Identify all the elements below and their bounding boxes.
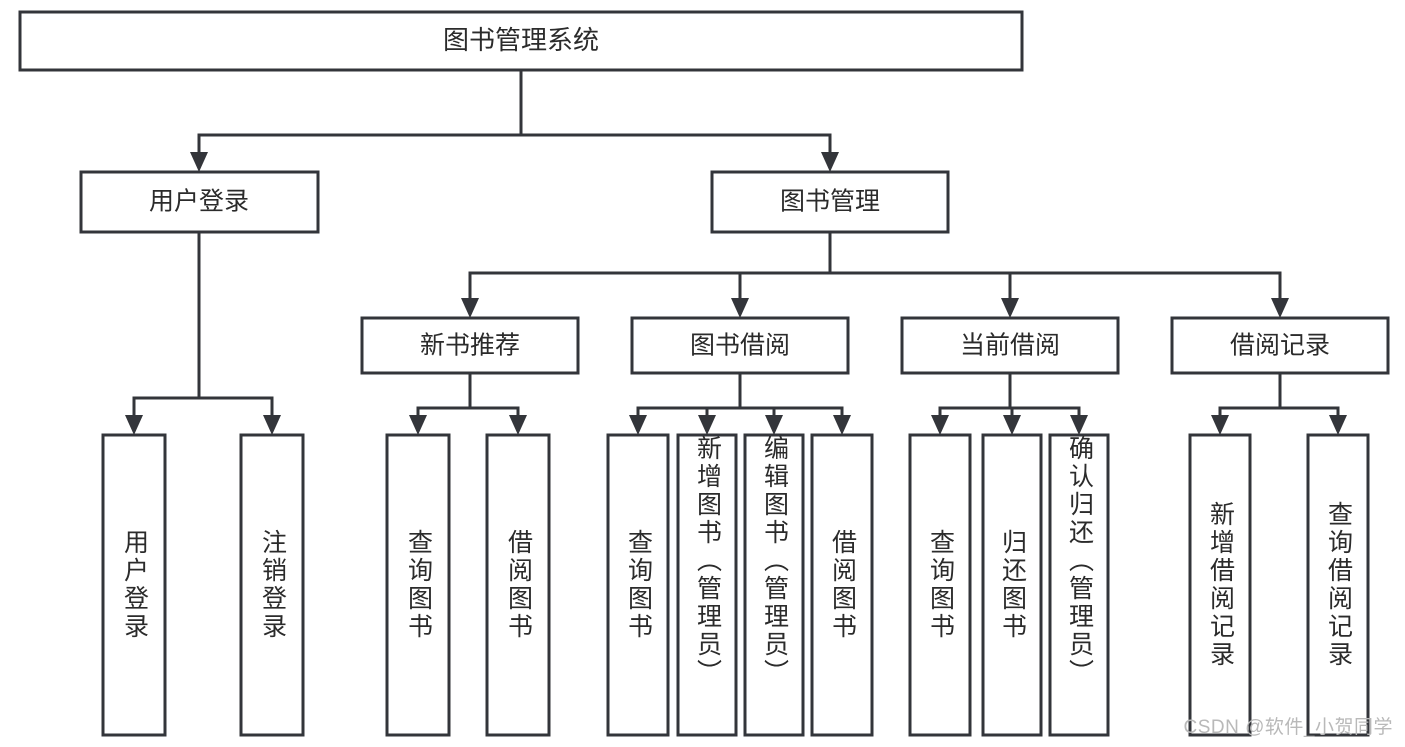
leaf-box-confirm-return[interactable]: [1048, 433, 1110, 737]
node-user-login[interactable]: 用户登录: [79, 170, 320, 234]
arrow-down-icon: [190, 152, 208, 172]
arrow-down-icon: [1003, 415, 1021, 435]
book-manage-label: 图书管理: [780, 188, 880, 216]
leaf-box-query-book-2[interactable]: [606, 433, 670, 737]
arrow-down-icon: [1211, 415, 1229, 435]
connector-current-borrow-to-leaves: [931, 371, 1088, 435]
current-borrow-label: 当前借阅: [960, 332, 1060, 360]
connector-root-to-level2: [190, 68, 839, 172]
current-borrow-box[interactable]: [900, 316, 1120, 375]
connector-borrow-record-to-leaves: [1211, 371, 1347, 435]
connector-new-book-recommend-to-leaves: [409, 371, 527, 435]
arrow-down-icon: [409, 415, 427, 435]
arrow-down-icon: [821, 152, 839, 172]
leaf-box-user-login[interactable]: [101, 433, 167, 737]
leaf-box-borrow-book-1[interactable]: [485, 433, 551, 737]
leaf-box-add-record[interactable]: [1188, 433, 1252, 737]
leaf-box-return-book[interactable]: [981, 433, 1043, 737]
leaf-box-query-book-1[interactable]: [385, 433, 451, 737]
user-login-box[interactable]: [79, 170, 320, 234]
arrow-down-icon: [1001, 298, 1019, 318]
book-borrow-label: 图书借阅: [690, 332, 790, 360]
node-current-borrow[interactable]: 当前借阅: [900, 316, 1120, 375]
node-book-borrow[interactable]: 图书借阅: [630, 316, 850, 375]
node-new-book-recommend[interactable]: 新书推荐: [360, 316, 580, 375]
new-book-recommend-box[interactable]: [360, 316, 580, 375]
arrow-down-icon: [509, 415, 527, 435]
arrow-down-icon: [1271, 298, 1289, 318]
arrow-down-icon: [1070, 415, 1088, 435]
leaf-box-query-book-3[interactable]: [908, 433, 972, 737]
arrow-down-icon: [931, 415, 949, 435]
connector-book-manage-to-level3: [461, 230, 1289, 318]
root-box[interactable]: [18, 10, 1024, 72]
arrow-down-icon: [125, 415, 143, 435]
connector-book-borrow-to-leaves: [629, 371, 851, 435]
leaf-box-query-record[interactable]: [1306, 433, 1370, 737]
leaf-box-add-book[interactable]: [676, 433, 738, 737]
arrow-down-icon: [1329, 415, 1347, 435]
root-label: 图书管理系统: [443, 25, 599, 55]
arrow-down-icon: [263, 415, 281, 435]
arrow-down-icon: [833, 415, 851, 435]
arrow-down-icon: [765, 415, 783, 435]
new-book-recommend-label: 新书推荐: [420, 332, 520, 360]
node-root[interactable]: 图书管理系统: [18, 10, 1024, 72]
arrow-down-icon: [731, 298, 749, 318]
arrow-down-icon: [698, 415, 716, 435]
leaf-box-borrow-book-2[interactable]: [810, 433, 874, 737]
user-login-label: 用户登录: [149, 188, 249, 216]
arrow-down-icon: [461, 298, 479, 318]
leaf-box-logout[interactable]: [239, 433, 305, 737]
borrow-record-label: 借阅记录: [1230, 332, 1330, 360]
leaf-box-edit-book[interactable]: [743, 433, 805, 737]
node-borrow-record[interactable]: 借阅记录: [1170, 316, 1390, 375]
connector-user-login-to-leaves: [125, 230, 281, 435]
arrow-down-icon: [629, 415, 647, 435]
node-book-manage[interactable]: 图书管理: [710, 170, 950, 234]
